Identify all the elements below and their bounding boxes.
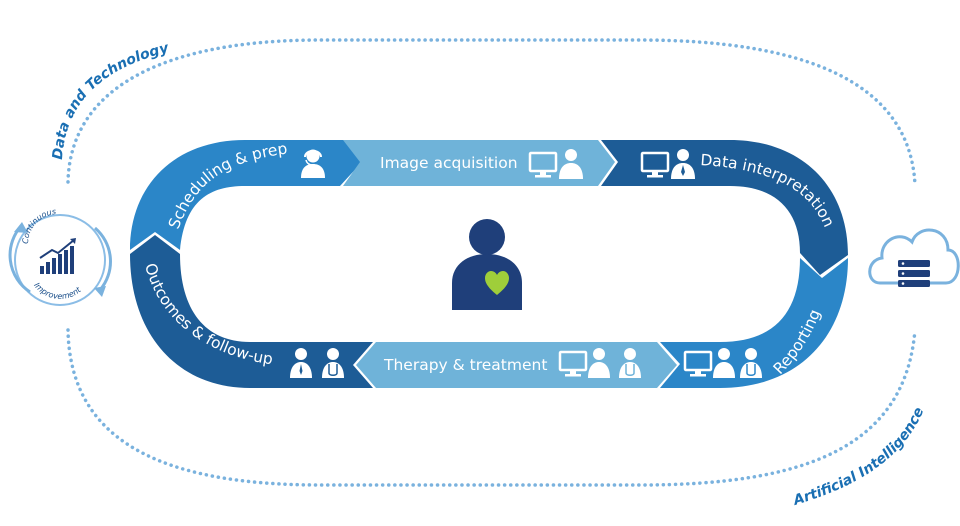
outer-ring-top-dots	[66, 38, 917, 187]
segment-reporting	[660, 258, 848, 388]
outer-ring-bottom-dots	[66, 328, 917, 487]
label-image-acquisition: Image acquisition	[380, 154, 518, 172]
label-therapy: Therapy & treatment	[383, 356, 547, 374]
headset-person-icon	[301, 149, 325, 178]
segment-scheduling	[130, 140, 362, 250]
outer-dotted-ring	[66, 38, 917, 487]
monitor-doctor-icon	[640, 149, 695, 179]
segment-image-acquisition	[343, 140, 615, 186]
segment-outcomes	[130, 235, 373, 388]
patient-heart-icon	[452, 219, 522, 310]
therapy-monitor-doctors-icon	[558, 348, 641, 378]
outcomes-doctors-icon	[290, 348, 344, 378]
continuous-improvement-badge: Continuous Improvement	[8, 207, 112, 306]
cycle-arrow-right	[94, 226, 112, 291]
heart-icon	[485, 271, 509, 295]
artificial-intelligence-label: Artificial Intelligence	[791, 405, 928, 509]
bar-chart-growth-icon	[39, 238, 76, 274]
monitor-technician-icon	[528, 149, 583, 179]
segment-data-interpretation	[601, 140, 848, 275]
cycle-arrow-left	[8, 223, 31, 294]
data-and-technology-label: Data and Technology	[50, 40, 171, 160]
reporting-monitor-doctors-icon	[683, 348, 762, 378]
cloud-server-icon	[868, 228, 960, 287]
